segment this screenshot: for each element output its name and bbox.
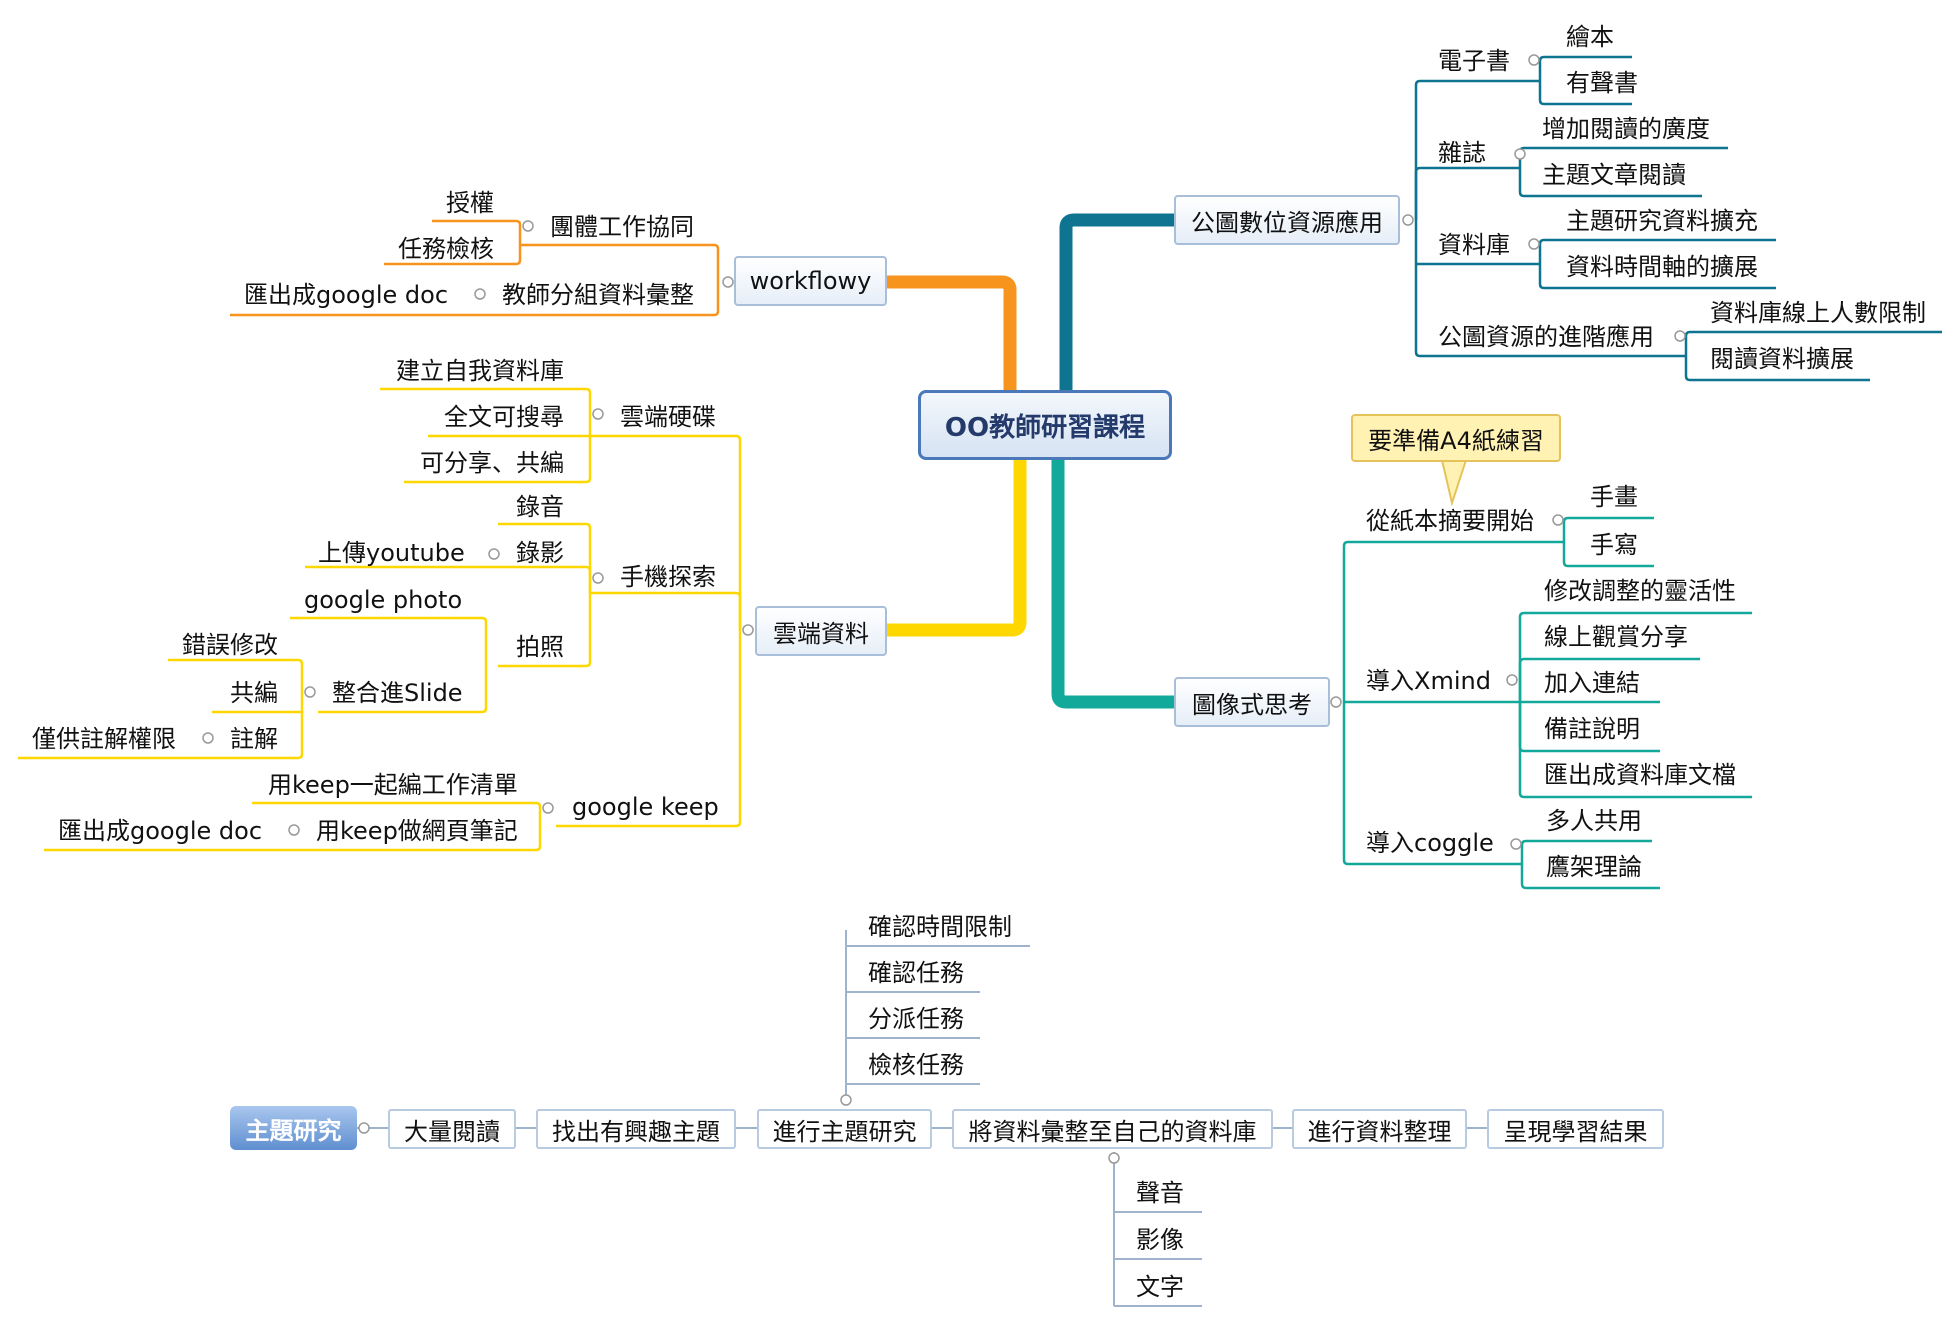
mobile-node[interactable]: 手機探索 <box>620 563 716 591</box>
coedit-node[interactable]: 共編 <box>230 679 278 707</box>
keep-tasks-node[interactable]: 用keep一起編工作清單 <box>268 771 518 799</box>
export-db-node[interactable]: 匯出成資料庫文檔 <box>1544 761 1736 789</box>
reading-expand-node[interactable]: 閱讀資料擴展 <box>1710 345 1854 373</box>
export-doc-node[interactable]: 匯出成google doc <box>244 281 449 309</box>
notes-node[interactable]: 備註說明 <box>1544 715 1640 743</box>
a4-callout: 要準備A4紙練習 <box>1351 414 1561 462</box>
google-keep-node[interactable]: google keep <box>572 793 719 821</box>
visual-lines <box>1342 516 1752 890</box>
task-check-node[interactable]: 任務檢核 <box>398 235 494 263</box>
slide-node[interactable]: 整合進Slide <box>332 679 463 707</box>
flow-step-reading[interactable]: 大量閱讀 <box>388 1109 516 1149</box>
online-share-node[interactable]: 線上觀賞分享 <box>1544 623 1688 651</box>
theme-reading-node[interactable]: 主題文章閱讀 <box>1542 161 1686 189</box>
flow-step-research[interactable]: 進行主題研究 <box>757 1109 932 1149</box>
annotate-node[interactable]: 註解 <box>230 725 278 753</box>
record-audio-node[interactable]: 錄音 <box>516 493 564 521</box>
flow-lines <box>357 930 1487 1307</box>
keep-notes-node[interactable]: 用keep做網頁筆記 <box>316 817 518 845</box>
breadth-node[interactable]: 增加閱讀的廣度 <box>1542 115 1710 143</box>
comment-only-node[interactable]: 僅供註解權限 <box>32 725 176 753</box>
handwrite-node[interactable]: 手寫 <box>1590 531 1638 559</box>
flow-step-organize[interactable]: 進行資料整理 <box>1292 1109 1467 1149</box>
db-sub-sound[interactable]: 聲音 <box>1136 1179 1184 1207</box>
flow-step-find-topic[interactable]: 找出有興趣主題 <box>536 1109 736 1149</box>
research-sub-assign[interactable]: 分派任務 <box>868 1005 964 1033</box>
research-sub-time[interactable]: 確認時間限制 <box>868 913 1012 941</box>
db-sub-image[interactable]: 影像 <box>1136 1226 1184 1254</box>
workflowy-topic[interactable]: workflowy <box>734 256 887 306</box>
paper-node[interactable]: 從紙本摘要開始 <box>1366 507 1534 535</box>
visual-topic[interactable]: 圖像式思考 <box>1174 677 1330 727</box>
add-links-node[interactable]: 加入連結 <box>1544 669 1640 697</box>
flow-title[interactable]: 主題研究 <box>230 1106 357 1150</box>
research-expand-node[interactable]: 主題研究資料擴充 <box>1566 207 1758 235</box>
teacher-group-node[interactable]: 教師分組資料彙整 <box>502 281 694 309</box>
root-topic[interactable]: OO教師研習課程 <box>918 390 1172 460</box>
branch-visual <box>1051 460 1174 709</box>
callout-pointer <box>1440 459 1468 507</box>
db-sub-text[interactable]: 文字 <box>1136 1273 1184 1301</box>
audiobook-node[interactable]: 有聲書 <box>1566 69 1638 97</box>
research-sub-confirm[interactable]: 確認任務 <box>868 959 964 987</box>
picture-book-node[interactable]: 繪本 <box>1566 23 1614 51</box>
share-node[interactable]: 可分享、共編 <box>420 449 564 477</box>
branch-workflowy <box>887 275 1017 390</box>
multi-user-node[interactable]: 多人共用 <box>1546 807 1642 835</box>
flow-step-present[interactable]: 呈現學習結果 <box>1487 1109 1664 1149</box>
group-work-node[interactable]: 團體工作協同 <box>550 213 694 241</box>
flow-step-compile-db[interactable]: 將資料彙整至自己的資料庫 <box>952 1109 1273 1149</box>
keep-export-node[interactable]: 匯出成google doc <box>58 817 263 845</box>
library-lines <box>1414 55 1942 382</box>
workflowy-lines <box>230 219 720 317</box>
coggle-node[interactable]: 導入coggle <box>1366 829 1494 857</box>
online-limit-node[interactable]: 資料庫線上人數限制 <box>1710 299 1926 327</box>
branch-library <box>1059 213 1174 390</box>
ebook-node[interactable]: 電子書 <box>1438 47 1510 75</box>
research-sub-check[interactable]: 檢核任務 <box>868 1051 964 1079</box>
scaffolding-node[interactable]: 鷹架理論 <box>1546 853 1642 881</box>
library-topic[interactable]: 公圖數位資源應用 <box>1174 195 1400 245</box>
cloud-lines <box>18 387 742 852</box>
record-video-node[interactable]: 錄影 <box>516 539 564 567</box>
advanced-node[interactable]: 公圖資源的進階應用 <box>1438 323 1654 351</box>
google-photo-node[interactable]: google photo <box>304 586 463 614</box>
database-node[interactable]: 資料庫 <box>1438 231 1510 259</box>
handdraw-node[interactable]: 手畫 <box>1590 483 1638 511</box>
authorize-node[interactable]: 授權 <box>446 189 494 217</box>
cloud-drive-node[interactable]: 雲端硬碟 <box>620 403 716 431</box>
upload-youtube-node[interactable]: 上傳youtube <box>318 539 465 567</box>
photo-node[interactable]: 拍照 <box>516 633 564 661</box>
fix-errors-node[interactable]: 錯誤修改 <box>182 631 278 659</box>
fulltext-node[interactable]: 全文可搜尋 <box>444 403 564 431</box>
cloud-topic[interactable]: 雲端資料 <box>755 606 887 656</box>
branch-cloud <box>887 460 1027 637</box>
xmind-node[interactable]: 導入Xmind <box>1366 667 1491 695</box>
magazine-node[interactable]: 雜誌 <box>1438 139 1486 167</box>
collapse-markers <box>202 54 1686 1164</box>
timeline-expand-node[interactable]: 資料時間軸的擴展 <box>1566 253 1758 281</box>
flexibility-node[interactable]: 修改調整的靈活性 <box>1544 577 1736 605</box>
build-db-node[interactable]: 建立自我資料庫 <box>396 357 564 385</box>
